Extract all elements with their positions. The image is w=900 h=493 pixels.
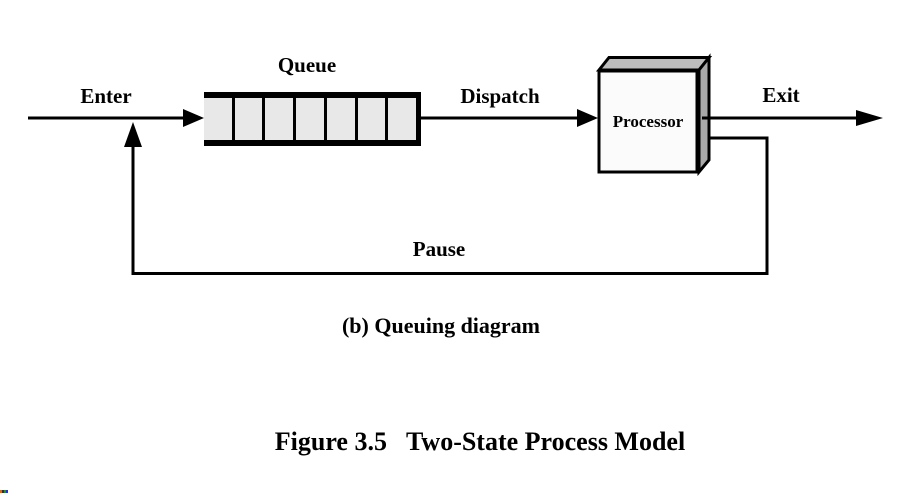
corner-pixel-artifact — [0, 490, 8, 493]
queue-cell — [385, 98, 416, 140]
enter-label: Enter — [80, 84, 132, 108]
processor-top-face — [595, 56, 713, 72]
queue-cell — [323, 98, 355, 140]
processor-side-face — [697, 53, 711, 177]
queue-cell — [354, 98, 386, 140]
pause-label: Pause — [412, 237, 466, 261]
dispatch-label: Dispatch — [460, 84, 540, 108]
sub-caption: (b) Queuing diagram — [341, 313, 541, 338]
processor-front-face — [597, 69, 699, 174]
queue-cell — [262, 98, 293, 140]
queue-cell — [293, 98, 324, 140]
processor-label: Processor — [612, 111, 684, 131]
queue-label: Queue — [277, 53, 337, 77]
queue-box — [204, 92, 421, 146]
exit-label: Exit — [762, 83, 800, 107]
pause-loop-line — [131, 136, 769, 275]
figure-caption: Figure 3.5 Two-State Process Model — [274, 427, 686, 456]
pause-arrowhead-icon — [124, 122, 142, 147]
exit-arrowhead-icon — [856, 110, 883, 126]
queue-cell — [204, 98, 232, 140]
enter-arrowhead-icon — [183, 109, 204, 127]
dispatch-arrowhead-icon — [577, 109, 598, 127]
queue-cell — [231, 98, 263, 140]
